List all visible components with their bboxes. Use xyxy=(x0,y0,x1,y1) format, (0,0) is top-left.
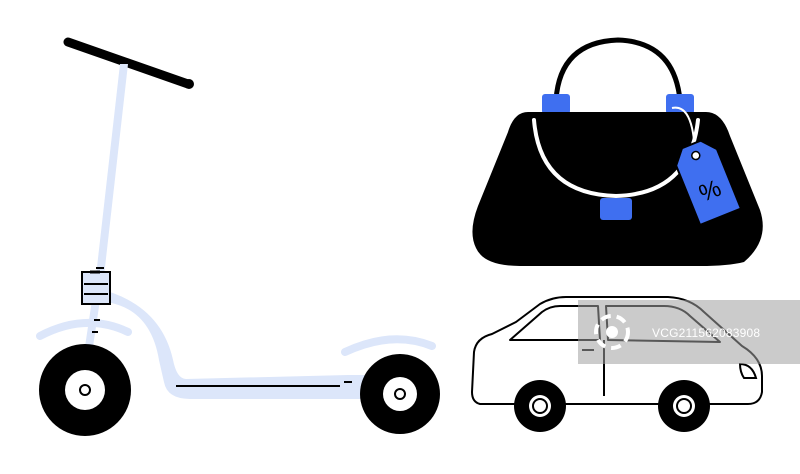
price-tag-shape xyxy=(675,139,742,226)
watermark: VCG211562083908 xyxy=(578,300,800,364)
scooter-stem xyxy=(96,64,128,276)
hub-cap xyxy=(394,388,406,400)
handbag-clasp xyxy=(600,198,632,220)
kick-scooter xyxy=(36,37,440,436)
price-tag-string xyxy=(671,106,695,141)
scooter-front-fender xyxy=(36,319,132,340)
hub-cap xyxy=(79,384,91,396)
price-tag: % xyxy=(675,139,742,226)
scooter-handlebar-end xyxy=(184,79,194,89)
scooter-handlebar xyxy=(63,37,193,89)
scooter-clamp xyxy=(81,271,111,305)
hub-ring xyxy=(532,398,548,414)
handbag: % xyxy=(472,37,763,266)
scooter-rear-hub xyxy=(383,377,417,411)
hub-ring xyxy=(676,398,692,414)
handbag-handle xyxy=(553,37,683,101)
handbag-handle-mount-right xyxy=(666,94,694,114)
scooter-deck xyxy=(89,288,399,399)
watermark-text: VCG211562083908 xyxy=(652,326,761,340)
car-headlight xyxy=(738,362,758,379)
scooter-rear-fender xyxy=(341,335,436,356)
scooter-front-hub xyxy=(65,370,105,410)
handbag-handle-mount-left xyxy=(542,94,570,114)
price-tag-hole xyxy=(691,150,701,161)
vcg-logo-icon xyxy=(594,314,630,350)
